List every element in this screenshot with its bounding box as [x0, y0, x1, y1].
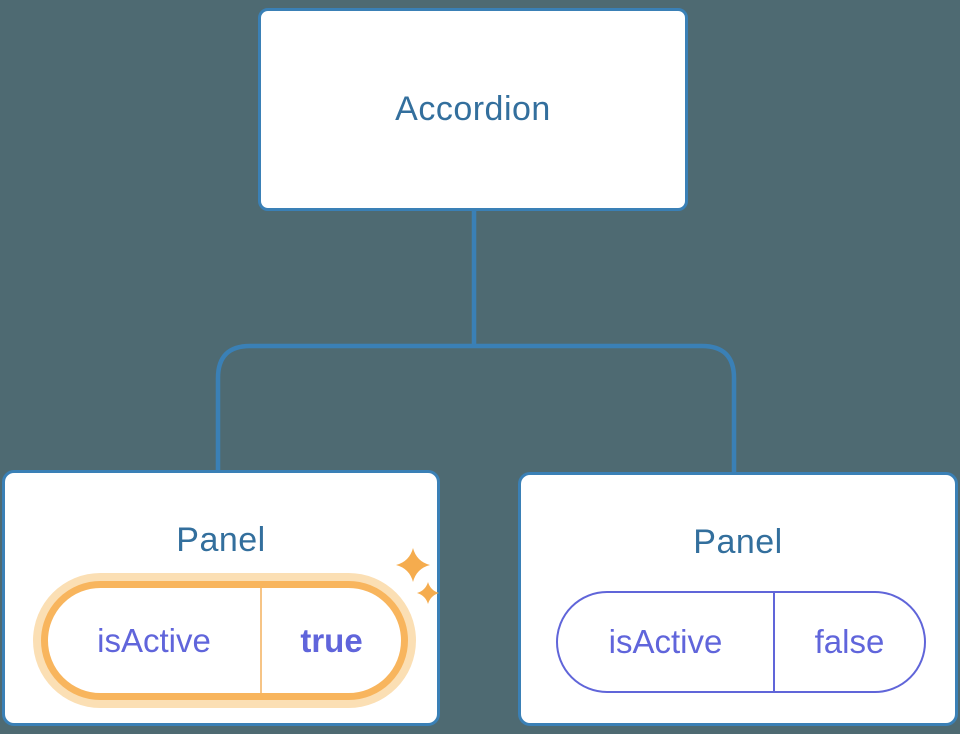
state-pill-inactive: isActive false — [556, 591, 926, 693]
panel-title: Panel — [176, 521, 266, 559]
panel-title: Panel — [693, 523, 783, 561]
panel-node-active: Panel isActive true — [2, 470, 440, 726]
sparkle-small — [417, 582, 439, 604]
pill-divider — [773, 593, 775, 691]
accordion-node: Accordion — [258, 8, 688, 211]
state-pill-active: isActive true — [41, 581, 408, 700]
prop-name-label: isActive — [608, 623, 723, 660]
panel-node-inactive: Panel isActive false — [518, 472, 958, 726]
connector-branch-bracket — [215, 343, 737, 474]
pill-divider — [260, 588, 262, 693]
prop-name-label: isActive — [97, 621, 211, 659]
accordion-node-label: Accordion — [395, 90, 551, 128]
sparkle-large — [396, 548, 430, 582]
prop-value-label: true — [300, 621, 363, 659]
sparkle-icon — [396, 548, 439, 604]
prop-value-label: false — [814, 623, 885, 660]
